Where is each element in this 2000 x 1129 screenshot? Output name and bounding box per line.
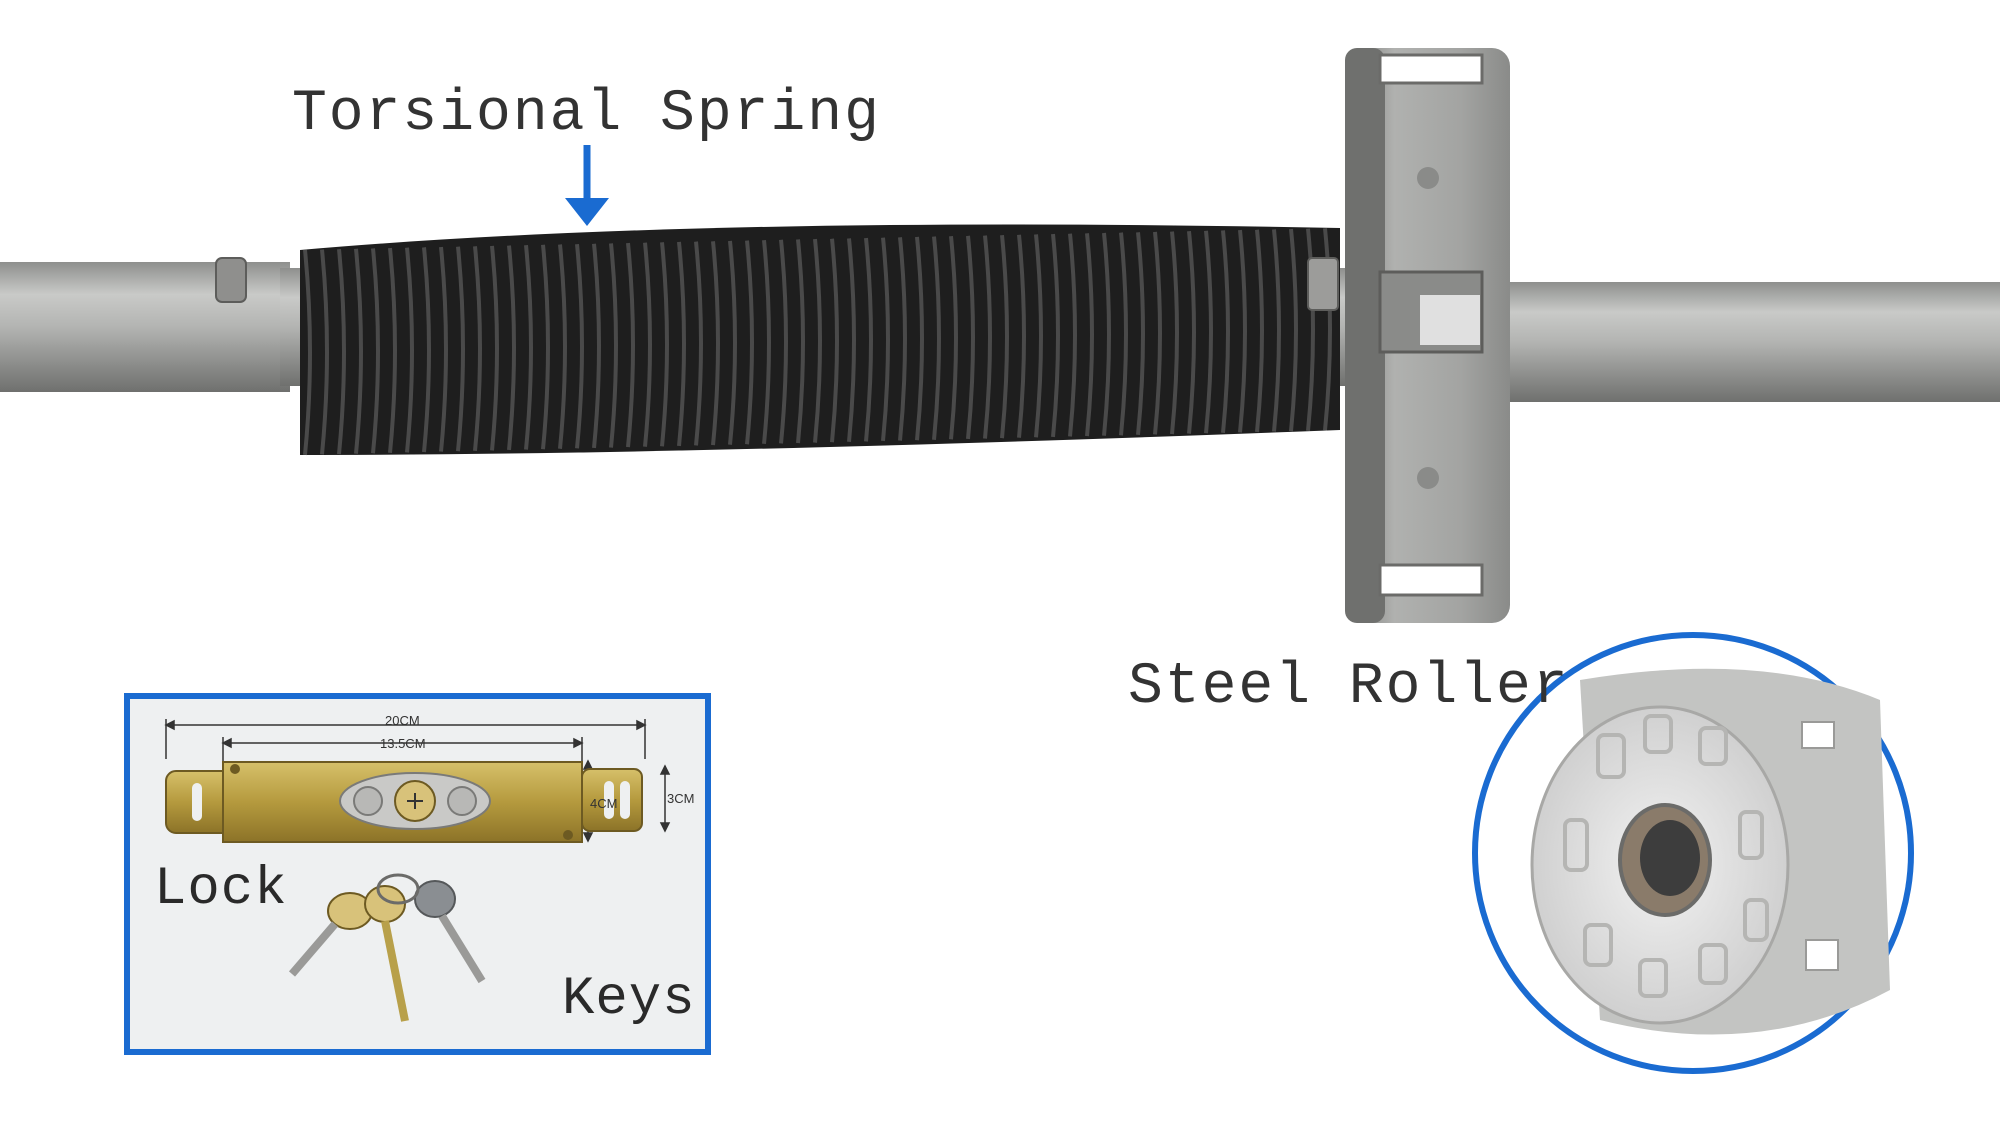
lock-keys-inset: 20CM 13.5CM 4CM 3CM Lock Keys [124,693,711,1055]
keys-illustration [288,873,486,1022]
arrow-down-icon [565,145,609,226]
steel-drum [1307,48,1510,623]
dim-width-total: 20CM [385,713,420,728]
keys-label: Keys [562,969,696,1030]
roller-closeup [1472,632,1914,1074]
steel-roller-label: Steel Roller [1128,655,1570,720]
dim-height-a: 4CM [590,796,618,811]
lock-label: Lock [154,859,288,920]
torsional-spring-label: Torsional Spring [292,82,881,147]
dim-height-b: 3CM [667,791,695,806]
dim-width-inner: 13.5CM [380,736,426,751]
lock-illustration [164,719,671,1022]
torsional-spring [300,224,1340,456]
